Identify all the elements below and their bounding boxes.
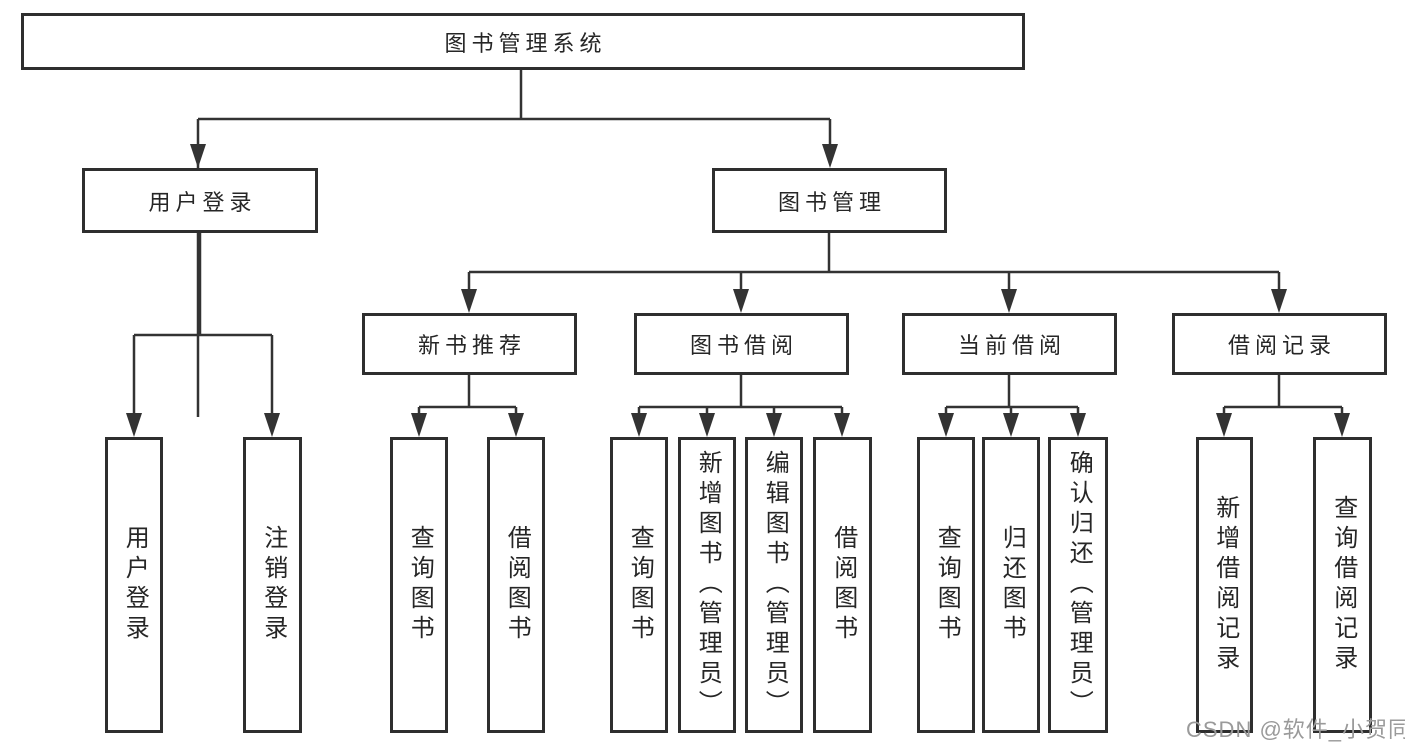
node-label: 新书推荐: [417, 333, 526, 358]
node-label: 借阅记录: [1227, 333, 1336, 358]
leaf-confirm-return-admin: 确认归还（管理员）: [1048, 437, 1108, 733]
node-new-book-recommendation: 新书推荐: [362, 313, 577, 375]
leaf-label: 归还图书: [998, 525, 1026, 645]
node-current-borrowing: 当前借阅: [902, 313, 1117, 375]
arrowhead: [190, 144, 206, 168]
arrowhead: [1001, 289, 1017, 313]
leaf-label: 新增借阅记录: [1211, 495, 1239, 675]
arrowhead: [699, 413, 715, 437]
arrowhead: [938, 413, 954, 437]
arrowhead: [126, 413, 142, 437]
leaf-label: 借阅图书: [829, 525, 857, 645]
leaf-label: 查询借阅记录: [1329, 495, 1357, 675]
arrowhead: [1003, 413, 1019, 437]
node-label: 图书管理系统: [444, 30, 607, 56]
node-root-system: 图书管理系统: [21, 13, 1025, 70]
leaf-query-books-currentborrow: 查询图书: [917, 437, 975, 733]
leaf-label: 借阅图书: [503, 525, 531, 645]
connector-newbooks-to-leaves: [411, 375, 524, 437]
leaf-label: 查询图书: [626, 525, 654, 645]
leaf-label: 新增图书（管理员）: [694, 450, 722, 720]
arrowhead: [822, 144, 838, 168]
arrowhead: [1271, 289, 1287, 313]
connector-bookmgmt-to-level3: [461, 233, 1287, 313]
connector-borrowrecords-to-leaves: [1216, 375, 1350, 437]
leaf-add-books-admin: 新增图书（管理员）: [678, 437, 736, 733]
node-book-borrowing: 图书借阅: [634, 313, 849, 375]
node-label: 图书借阅: [689, 333, 798, 358]
node-book-management-group: 图书管理: [712, 168, 947, 233]
arrowhead: [411, 413, 427, 437]
arrowhead: [631, 413, 647, 437]
leaf-return-books: 归还图书: [982, 437, 1040, 733]
arrowhead: [1070, 413, 1086, 437]
connector-bookborrow-to-leaves: [631, 375, 850, 437]
arrowhead: [1334, 413, 1350, 437]
leaf-borrow-books-newbooks: 借阅图书: [487, 437, 545, 733]
leaf-label: 确认归还（管理员）: [1065, 450, 1093, 720]
leaf-label: 编辑图书（管理员）: [761, 450, 789, 720]
csdn-watermark: CSDN @软件_小贺同学: [1186, 717, 1405, 742]
arrowhead: [766, 413, 782, 437]
node-label: 当前借阅: [957, 333, 1066, 358]
node-user-login-group: 用户登录: [82, 168, 318, 233]
leaf-borrow-books-bookborrow: 借阅图书: [813, 437, 872, 733]
connector-currentborrow-to-leaves: [938, 375, 1086, 437]
node-label: 图书管理: [777, 189, 886, 215]
arrowhead: [461, 289, 477, 313]
connector-root-to-level2: [190, 70, 838, 417]
arrowhead: [1216, 413, 1232, 437]
arrowhead: [508, 413, 524, 437]
arrowhead: [264, 413, 280, 437]
leaf-logout: 注销登录: [243, 437, 302, 733]
leaf-query-books-bookborrow: 查询图书: [610, 437, 668, 733]
leaf-query-borrow-record: 查询借阅记录: [1313, 437, 1372, 733]
arrowhead: [834, 413, 850, 437]
leaf-edit-books-admin: 编辑图书（管理员）: [745, 437, 803, 733]
node-borrowing-records: 借阅记录: [1172, 313, 1387, 375]
node-label: 用户登录: [148, 189, 257, 215]
connector-userlogin-to-leaves: [126, 233, 280, 437]
leaf-add-borrow-record: 新增借阅记录: [1196, 437, 1253, 733]
leaf-label: 查询图书: [933, 525, 961, 645]
leaf-user-login: 用户登录: [105, 437, 163, 733]
leaf-label: 用户登录: [121, 525, 149, 645]
leaf-query-books-newbooks: 查询图书: [390, 437, 448, 733]
arrowhead: [733, 289, 749, 313]
leaf-label: 查询图书: [406, 525, 434, 645]
leaf-label: 注销登录: [259, 525, 287, 645]
